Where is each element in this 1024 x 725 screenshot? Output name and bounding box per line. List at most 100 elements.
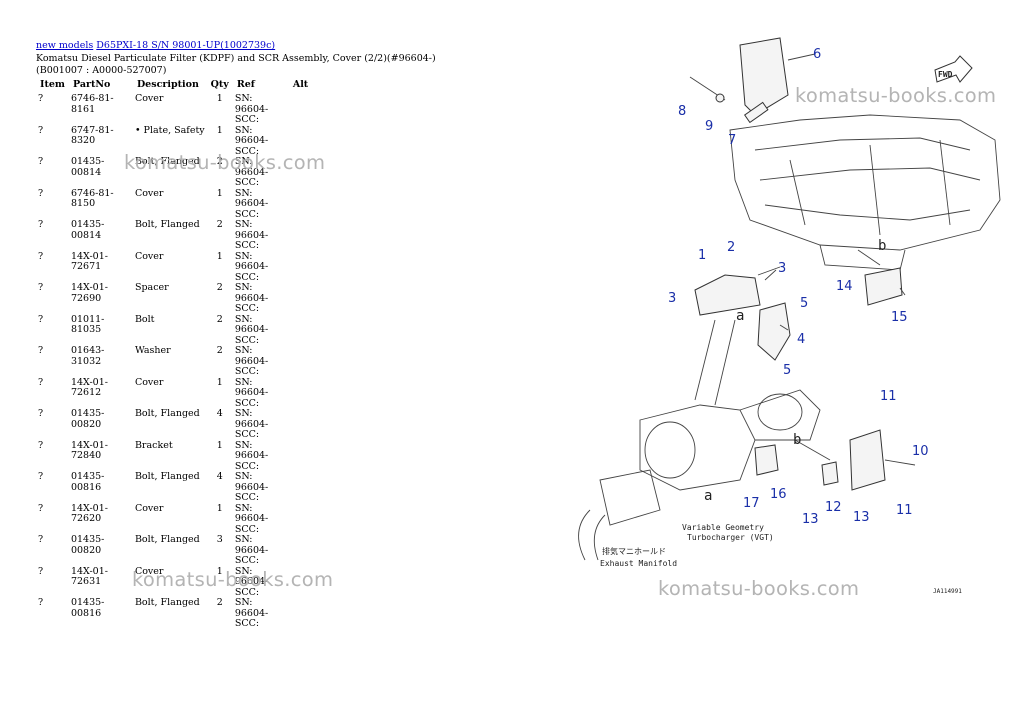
alt-cell [289, 441, 313, 473]
alt-cell [289, 94, 313, 126]
callout-16[interactable]: 16 [770, 487, 787, 502]
alt-cell [289, 283, 313, 315]
column-header-ref: Ref [236, 79, 255, 90]
parts-diagram: FWD 6 7 8 9 1 2 3 3 4 5 5 10 11 11 12 13… [578, 37, 1001, 595]
callout-14[interactable]: 14 [836, 279, 853, 294]
qty-cell: 4 [216, 471, 223, 482]
callout-11[interactable]: 11 [880, 389, 897, 404]
svg-text:FWD: FWD [938, 70, 953, 79]
cover-part [694, 274, 761, 316]
callout-13[interactable]: 13 [802, 512, 819, 527]
description-cell: Bolt, Flanged [134, 598, 200, 608]
description-cell: Cover [134, 94, 164, 104]
callout-15[interactable]: 15 [891, 310, 908, 325]
ref-cell: SN: 96604-SCC: [234, 597, 269, 629]
description-cell: Bolt, Flanged [134, 157, 200, 167]
ref-cell: SN: 96604-SCC: [234, 187, 269, 220]
partno-cell: 01435-00814 [70, 156, 105, 178]
alt-cell [289, 409, 313, 441]
ref-cell: SN: 96604-SCC: [234, 471, 269, 503]
breadcrumb-link-new-models[interactable]: new models [36, 40, 94, 51]
callout-10[interactable]: 10 [912, 444, 929, 459]
qty-cell: 1 [216, 439, 223, 451]
partno-cell: 01435-00820 [70, 408, 105, 430]
qty-cell: 2 [216, 219, 223, 230]
callout-7[interactable]: 7 [728, 133, 736, 148]
ref-letter-b: b [793, 432, 801, 448]
callout-5[interactable]: 5 [800, 296, 808, 311]
qty-cell: 1 [216, 565, 223, 577]
ref-cell: SN: 96604-SCC: [234, 376, 269, 409]
cover-plate-part [739, 37, 789, 116]
ref-cell: SN: 96604-SCC: [234, 124, 269, 157]
item-cell: ? [38, 534, 44, 545]
qty-cell: 2 [216, 345, 223, 356]
qty-cell: 2 [216, 282, 223, 293]
alt-cell [289, 378, 313, 410]
item-cell: ? [38, 345, 44, 356]
description-cell: Bolt [134, 314, 155, 325]
callout-3[interactable]: 3 [778, 261, 786, 276]
partno-cell: 14X-01-72612 [70, 376, 108, 398]
bracket-part [849, 429, 886, 491]
ref-letter-a: a [704, 488, 712, 504]
ref-cell: SN: 96604-SCC: [234, 219, 269, 251]
item-cell: ? [38, 156, 44, 167]
callout-5[interactable]: 5 [783, 363, 791, 378]
callout-6[interactable]: 6 [813, 47, 821, 62]
qty-cell: 2 [216, 156, 223, 167]
item-cell: ? [38, 565, 44, 577]
partno-cell: 6746-81-8161 [70, 93, 114, 115]
partno-cell: 14X-01-72690 [70, 282, 108, 304]
watermark: komatsu-books.com [658, 577, 860, 600]
item-cell: ? [38, 408, 44, 419]
partno-cell: 01435-00816 [70, 597, 105, 619]
manifold-label-jp: 排気マニホールド [602, 546, 666, 556]
column-header-partno: PartNo [72, 79, 111, 90]
description-cell: Bolt, Flanged [134, 472, 200, 482]
ref-cell: SN: 96604-SCC: [234, 439, 269, 472]
alt-cell [289, 535, 313, 567]
callout-13[interactable]: 13 [853, 510, 870, 525]
callout-4[interactable]: 4 [797, 332, 805, 347]
callout-1[interactable]: 1 [698, 248, 706, 263]
partno-cell: 01643-31032 [70, 345, 105, 367]
plate-part [757, 302, 791, 361]
cover-part [754, 444, 779, 476]
qty-cell: 1 [216, 250, 223, 262]
description-cell: Washer [134, 346, 171, 356]
item-cell: ? [38, 187, 44, 199]
callout-2[interactable]: 2 [727, 240, 735, 255]
qty-cell: 1 [216, 187, 223, 199]
callout-12[interactable]: 12 [825, 500, 842, 515]
item-cell: ? [38, 250, 44, 262]
callout-11[interactable]: 11 [896, 503, 913, 518]
manifold-label-en: Exhaust Manifold [600, 559, 677, 568]
ref-cell: SN: 96604-SCC: [234, 282, 269, 314]
description-cell: Bolt, Flanged [134, 409, 200, 419]
description-cell: Spacer [134, 283, 169, 293]
breadcrumb-link-model[interactable]: D65PXI-18 S/N 98001-UP(1002739c) [96, 40, 276, 51]
callout-17[interactable]: 17 [743, 496, 760, 511]
callout-9[interactable]: 9 [705, 119, 713, 134]
breadcrumb: new models D65PXI-18 S/N 98001-UP(100273… [36, 40, 456, 53]
callout-8[interactable]: 8 [678, 104, 686, 119]
callout-3[interactable]: 3 [668, 291, 676, 306]
